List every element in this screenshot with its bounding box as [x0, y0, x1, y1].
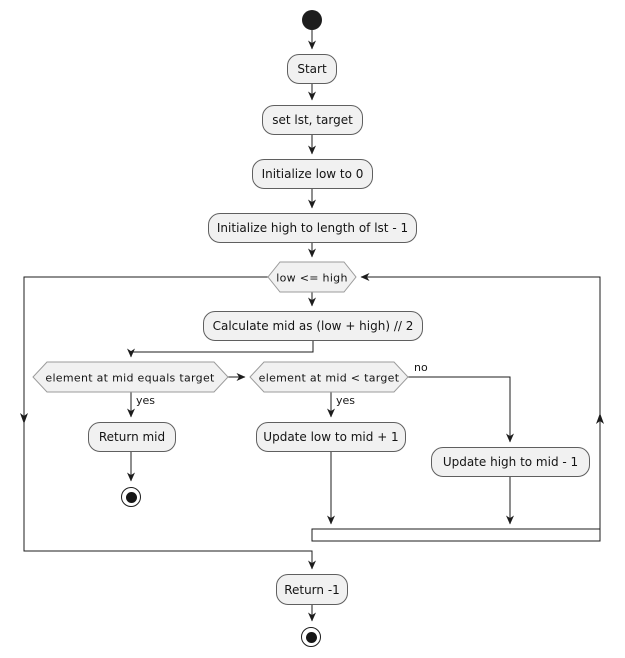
end-node-dot	[125, 491, 137, 503]
while-condition-label: low <= high	[276, 271, 348, 285]
activity-return-mid: Return mid	[88, 422, 176, 452]
activity-update-high: Update high to mid - 1	[431, 447, 590, 477]
edge-label-less-no: no	[414, 361, 428, 374]
merge-bar	[311, 528, 601, 542]
equals-condition-label: element at mid equals target	[45, 371, 215, 385]
loopback-up-arrowhead	[596, 413, 604, 424]
while-hexagon	[267, 261, 357, 293]
activity-set-lst-target: set lst, target	[262, 105, 363, 135]
activity-start: Start	[287, 54, 337, 84]
start-node	[302, 10, 322, 30]
less-condition-label: element at mid < target	[258, 371, 400, 385]
edge-label-equals-yes: yes	[136, 394, 156, 407]
end-node-dot	[305, 631, 317, 643]
less-hexagon	[249, 361, 409, 393]
activity-calculate-mid: Calculate mid as (low + high) // 2	[203, 311, 423, 341]
edge-loopback	[360, 273, 601, 529]
equals-hexagon	[32, 361, 229, 393]
end-node-final	[301, 627, 321, 647]
edge-label-less-yes: yes	[336, 394, 356, 407]
edge-calcmid-to-equals	[127, 341, 314, 358]
activity-initialize-high: Initialize high to length of lst - 1	[208, 213, 417, 243]
while-false-down-arrowhead	[20, 413, 28, 424]
edge-while-false	[23, 276, 316, 570]
activity-return-neg1: Return -1	[276, 574, 348, 605]
edge-less-no	[408, 376, 514, 443]
activity-initialize-low: Initialize low to 0	[252, 159, 373, 189]
activity-update-low: Update low to mid + 1	[256, 422, 406, 452]
end-node-return-mid	[121, 487, 141, 507]
